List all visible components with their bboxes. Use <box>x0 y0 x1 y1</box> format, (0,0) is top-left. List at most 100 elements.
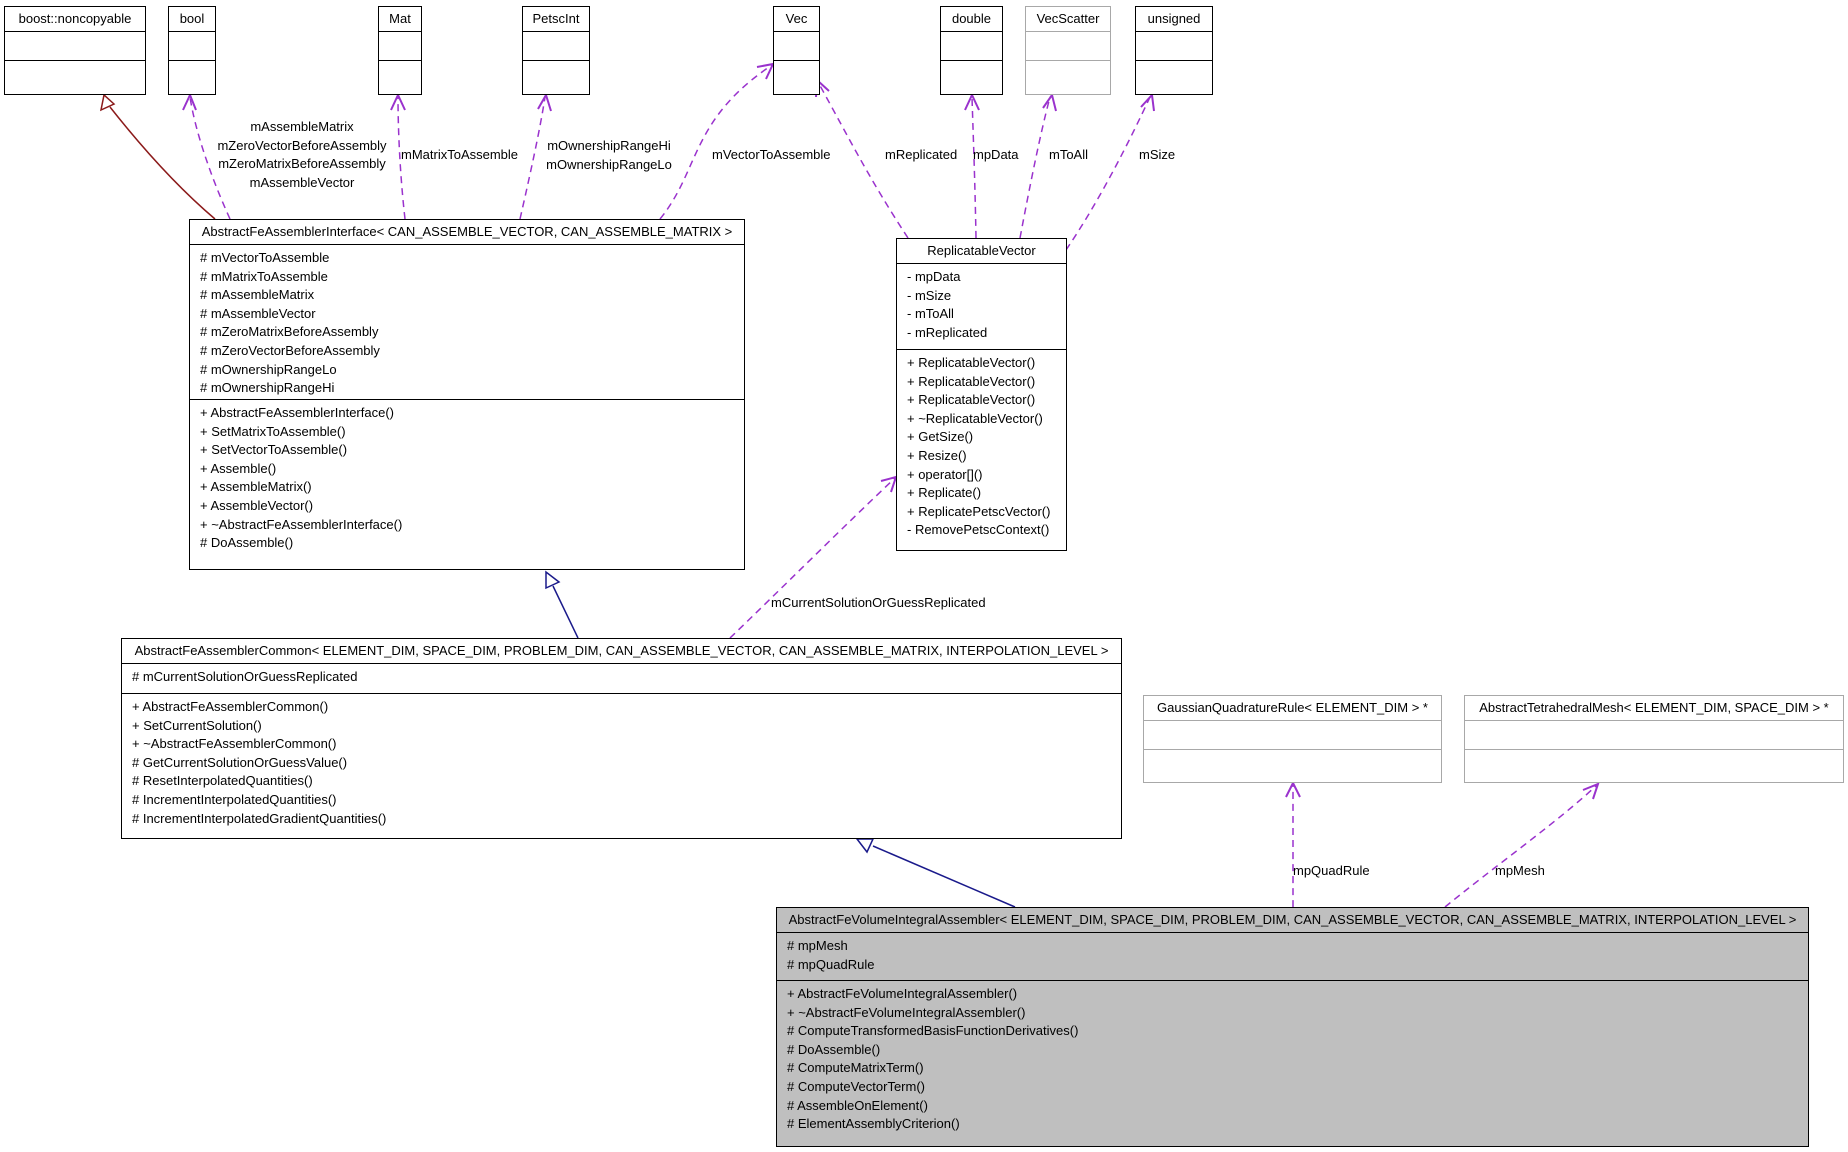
attribute: # mAssembleVector <box>200 305 316 321</box>
class-abstract-fe-assembler-interface[interactable]: AbstractFeAssemblerInterface< CAN_ASSEMB… <box>189 219 745 570</box>
usage-edge-interface-mat <box>397 96 406 220</box>
attribute: # mZeroMatrixBeforeAssembly <box>200 324 379 340</box>
attributes-section <box>523 31 589 60</box>
class-unsigned[interactable]: unsigned <box>1135 6 1213 95</box>
class-name: AbstractFeAssemblerInterface< CAN_ASSEMB… <box>201 224 733 239</box>
attributes-section <box>941 31 1002 60</box>
operation: + SetVectorToAssemble() <box>200 442 348 458</box>
edge-label-replicable-common: mCurrentSolutionOrGuessReplicated <box>771 595 986 610</box>
usage-edge-replicable-vecscatter <box>1019 96 1051 239</box>
operation: + AbstractFeAssemblerCommon() <box>132 699 329 714</box>
usage-edge-replicable-vec <box>817 81 909 239</box>
operation: - RemovePetscContext() <box>907 522 1050 538</box>
attributes-section <box>1026 31 1110 60</box>
operations-section <box>1136 60 1212 90</box>
operations-section <box>1026 60 1110 90</box>
usage-edge-interface-petscint <box>519 96 546 220</box>
operation: # IncrementInterpolatedGradientQuantitie… <box>132 810 387 826</box>
class-vecscatter[interactable]: VecScatter <box>1025 6 1111 95</box>
class-name: ReplicatableVector <box>927 243 1036 258</box>
class-name: GaussianQuadratureRule< ELEMENT_DIM > * <box>1157 700 1428 715</box>
attributes-section: # mCurrentSolutionOrGuessReplicated <box>122 663 1121 693</box>
attribute: # mpQuadRule <box>787 956 875 972</box>
attributes-section <box>1136 31 1212 60</box>
operations-section <box>941 60 1002 90</box>
operations-section <box>1144 749 1441 779</box>
usage-edge-replicable-double <box>971 96 977 239</box>
operation: + AbstractFeAssemblerInterface() <box>200 405 394 420</box>
class-name: Mat <box>389 11 411 26</box>
operations-section <box>774 60 819 90</box>
operation: # GetCurrentSolutionOrGuessValue() <box>132 754 348 770</box>
usage-edge-common-replicable <box>729 477 896 639</box>
operation: + ~AbstractFeVolumeIntegralAssembler() <box>787 1004 1026 1020</box>
class-abstract-fe-volume-integral-assembler[interactable]: AbstractFeVolumeIntegralAssembler< ELEME… <box>776 907 1809 1147</box>
class-abstract-fe-assembler-common[interactable]: AbstractFeAssemblerCommon< ELEMENT_DIM, … <box>121 638 1122 839</box>
attribute: # mCurrentSolutionOrGuessReplicated <box>132 669 358 684</box>
operations-section: + AbstractFeAssemblerCommon() + SetCurre… <box>122 693 1121 832</box>
attribute: - mReplicated <box>907 324 988 340</box>
class-bool[interactable]: bool <box>168 6 216 95</box>
operation: + ~AbstractFeAssemblerInterface() <box>200 516 403 532</box>
operation: + ~AbstractFeAssemblerCommon() <box>132 736 337 752</box>
operations-section: + AbstractFeAssemblerInterface() + SetMa… <box>190 399 744 557</box>
class-name: PetscInt <box>532 11 580 26</box>
operation: + SetCurrentSolution() <box>132 717 262 733</box>
edge-label-petscint: mOwnershipRangeHi mOwnershipRangeLo <box>546 138 672 172</box>
operation: + ReplicatableVector() <box>907 355 1036 370</box>
attributes-section: # mpMesh # mpQuadRule <box>777 932 1808 980</box>
attribute: - mSize <box>907 287 952 303</box>
operations-section: + ReplicatableVector() + ReplicatableVec… <box>897 349 1066 544</box>
attribute: # mVectorToAssemble <box>200 250 330 265</box>
edge-label-quadrule: mpQuadRule <box>1293 863 1370 878</box>
attributes-section <box>1144 720 1441 749</box>
operation: + ~ReplicatableVector() <box>907 410 1043 426</box>
usage-arrowhead-tetmesh <box>1582 782 1600 800</box>
class-name: AbstractFeAssemblerCommon< ELEMENT_DIM, … <box>134 643 1109 658</box>
usage-arrowhead-mat <box>390 92 406 111</box>
operation: + AbstractFeVolumeIntegralAssembler() <box>787 986 1018 1001</box>
inheritance-edge-common-interface <box>552 585 579 639</box>
class-vec[interactable]: Vec <box>773 6 820 95</box>
operations-section <box>523 60 589 90</box>
edge-label-double: mpData <box>973 147 1019 162</box>
usage-edge-interface-vec <box>659 64 773 220</box>
edge-label-bool: mAssembleMatrix mZeroVectorBeforeAssembl… <box>217 119 387 190</box>
operation: # DoAssemble() <box>787 1041 881 1057</box>
attribute: # mOwnershipRangeLo <box>200 361 337 377</box>
inheritance-arrowhead-interface <box>545 570 561 590</box>
attributes-section: - mpData - mSize - mToAll - mReplicated <box>897 263 1066 349</box>
operation: + AssembleVector() <box>200 497 314 513</box>
attributes-section <box>774 31 819 60</box>
inheritance-arrowhead-noncopyable <box>99 93 116 112</box>
attribute: - mpData <box>907 269 961 284</box>
class-replicatable-vector[interactable]: ReplicatableVector - mpData - mSize - mT… <box>896 238 1067 551</box>
usage-arrowhead-quadrule <box>1285 780 1301 798</box>
attributes-section <box>5 31 145 60</box>
class-double[interactable]: double <box>940 6 1003 95</box>
class-name: VecScatter <box>1036 11 1100 26</box>
operation: + ReplicatableVector() <box>907 392 1036 408</box>
class-mat[interactable]: Mat <box>378 6 422 95</box>
class-gaussian-quadrature-rule[interactable]: GaussianQuadratureRule< ELEMENT_DIM > * <box>1143 695 1442 783</box>
edge-label-vec-replicable: mReplicated <box>885 147 958 162</box>
operation: + Replicate() <box>907 485 982 501</box>
attributes-section <box>1465 720 1843 749</box>
class-name: boost::noncopyable <box>18 11 132 26</box>
edge-label-tetmesh: mpMesh <box>1495 863 1545 878</box>
operation: # ComputeMatrixTerm() <box>787 1060 924 1076</box>
usage-arrowhead-unsigned <box>1140 92 1155 112</box>
operation: # ComputeVectorTerm() <box>787 1078 925 1094</box>
attribute: # mZeroVectorBeforeAssembly <box>200 342 380 358</box>
operations-section <box>379 60 421 90</box>
class-abstract-tetrahedral-mesh[interactable]: AbstractTetrahedralMesh< ELEMENT_DIM, SP… <box>1464 695 1844 783</box>
operation: + ReplicatableVector() <box>907 373 1036 389</box>
attribute: # mMatrixToAssemble <box>200 268 328 284</box>
class-petscint[interactable]: PetscInt <box>522 6 590 95</box>
usage-edge-volume-tetmesh <box>1444 784 1598 908</box>
class-boost-noncopyable[interactable]: boost::noncopyable <box>4 6 146 95</box>
attributes-section <box>379 31 421 60</box>
operation: + SetMatrixToAssemble() <box>200 423 346 439</box>
attributes-section: # mVectorToAssemble # mMatrixToAssemble … <box>190 244 744 399</box>
